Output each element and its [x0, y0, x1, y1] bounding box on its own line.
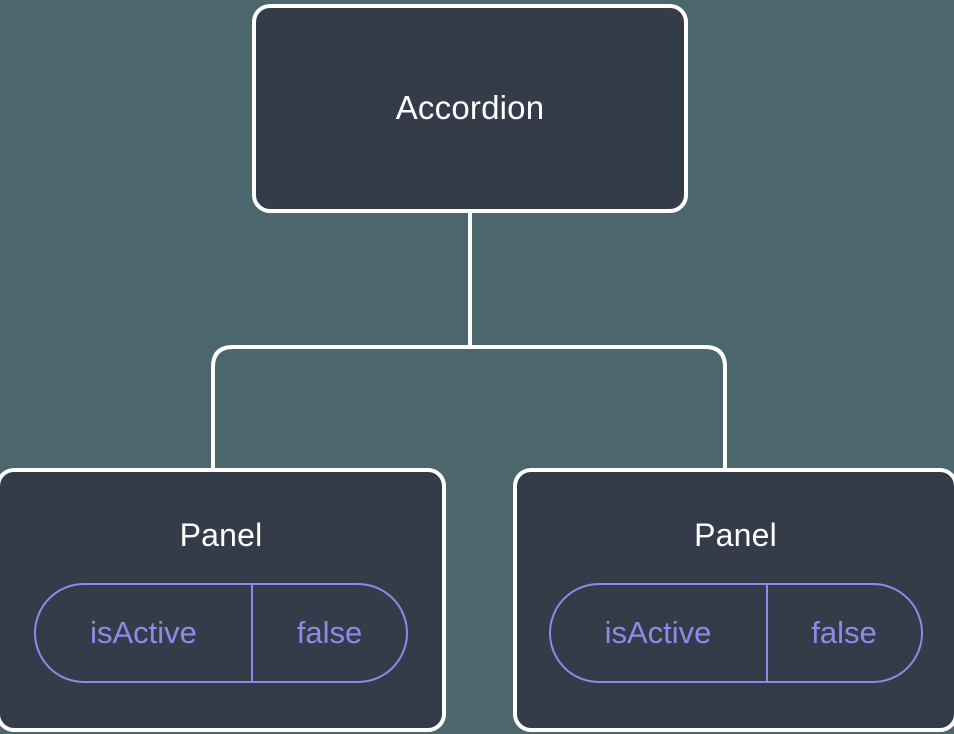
- node-accordion-label: Accordion: [395, 89, 545, 127]
- connector-child-bus: [211, 345, 727, 468]
- node-panel-2-label: Panel: [694, 517, 777, 553]
- node-panel-1-label: Panel: [179, 517, 263, 553]
- node-panel-1[interactable]: Panel isActive false: [0, 468, 446, 732]
- state-badge-panel-2[interactable]: isActive false: [548, 583, 923, 684]
- node-accordion[interactable]: Accordion: [252, 4, 688, 213]
- state-value-panel-1: false: [251, 585, 406, 682]
- state-key-panel-1: isActive: [90, 615, 197, 651]
- state-value-panel-2: false: [765, 585, 921, 682]
- state-key-panel-2: isActive: [604, 615, 712, 651]
- state-badge-panel-1[interactable]: isActive false: [34, 583, 408, 684]
- node-panel-2[interactable]: Panel isActive false: [513, 468, 954, 732]
